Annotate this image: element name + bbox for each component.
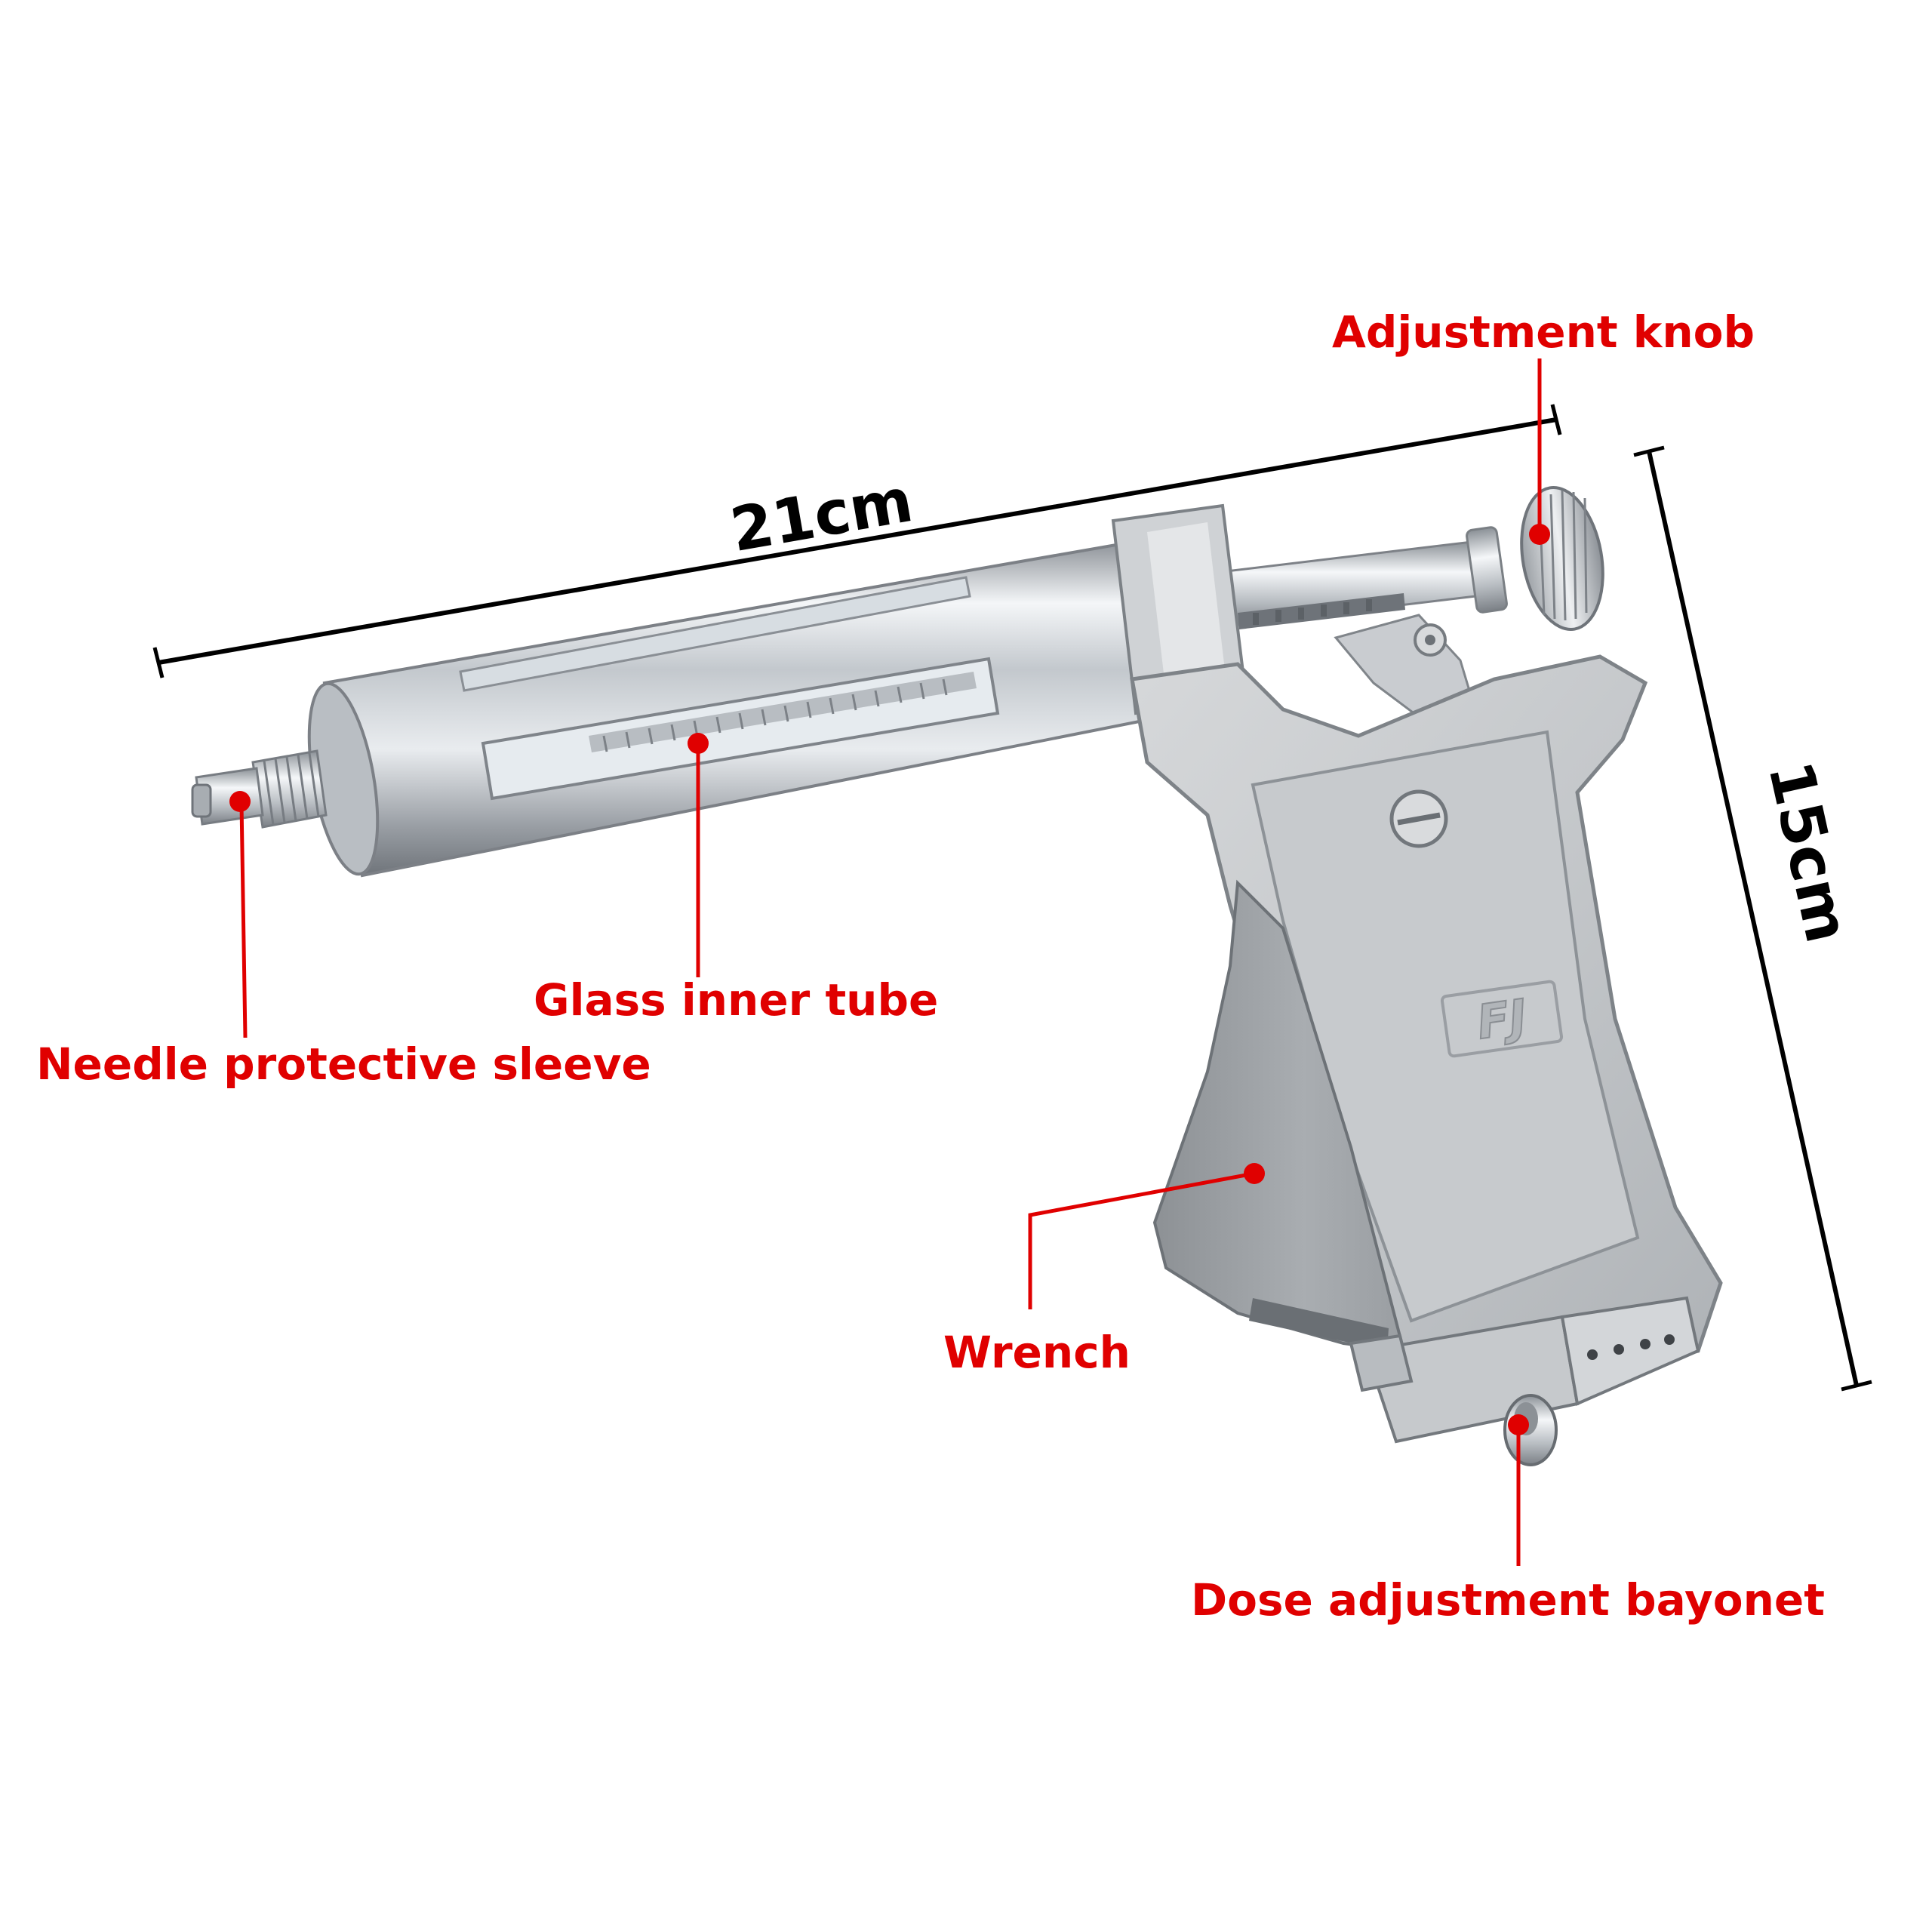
callout-dot — [1508, 1414, 1529, 1435]
frame-collar — [1111, 503, 1247, 715]
trigger-lever — [1334, 614, 1473, 718]
glass-inner-tube-label: Glass inner tube — [534, 974, 938, 1026]
callout-glass-inner-tube: Glass inner tube — [534, 733, 938, 1026]
callout-dot — [1244, 1163, 1265, 1184]
handle: FJ — [1130, 654, 1723, 1391]
needle-protective-sleeve-label: Needle protective sleeve — [36, 1038, 651, 1090]
logo-text: FJ — [1474, 989, 1531, 1050]
dose-adjustment-bayonet — [1349, 1296, 1700, 1466]
callout-dot — [229, 791, 251, 812]
wrench-label: Wrench — [943, 1327, 1131, 1378]
callout-adjustment-knob: Adjustment knob — [1332, 306, 1755, 545]
callout-dose-adjustment-bayonet: Dose adjustment bayonet — [1191, 1414, 1825, 1626]
fj-logo: FJ — [1440, 980, 1564, 1058]
width-dimension-tick-right — [1550, 404, 1562, 435]
callout-needle-protective-sleeve: Needle protective sleeve — [36, 791, 651, 1090]
needle-protective-sleeve — [191, 749, 328, 829]
veterinary-syringe: FJ — [191, 486, 1723, 1466]
callout-wrench: Wrench — [943, 1163, 1265, 1378]
dose-adjustment-bayonet-label: Dose adjustment bayonet — [1191, 1574, 1825, 1626]
width-dimension-label: 21cm — [725, 465, 917, 565]
width-dimension-tick-left — [152, 647, 165, 678]
height-dimension-tick-bottom — [1841, 1380, 1872, 1392]
height-dimension-line — [1647, 451, 1859, 1386]
barrel — [307, 541, 1164, 878]
adjustment-knob-label: Adjustment knob — [1332, 306, 1755, 358]
adjustment-knob — [1466, 486, 1604, 631]
width-dimension-line — [158, 417, 1557, 665]
wrench — [1152, 879, 1406, 1353]
callout-dot — [1529, 524, 1550, 545]
plunger-rod — [1206, 540, 1477, 629]
callout-dot — [688, 733, 709, 754]
height-dimension-label: 15cm — [1755, 755, 1863, 949]
height-dimension-tick-top — [1633, 445, 1665, 457]
